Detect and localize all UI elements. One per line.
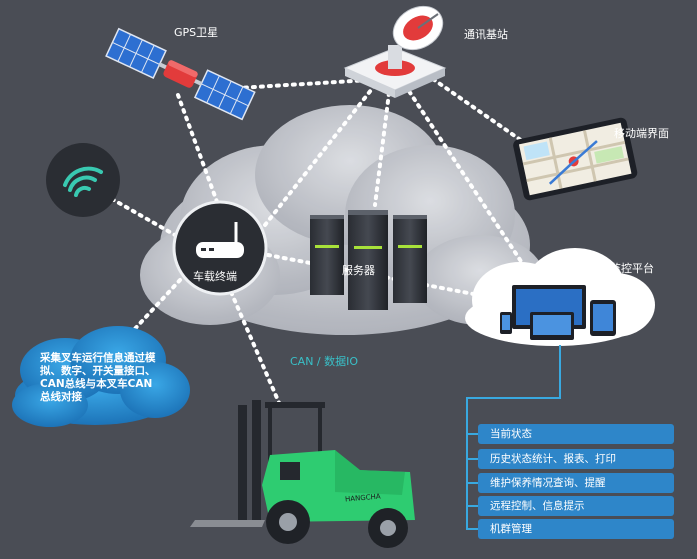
server-icon <box>310 210 427 310</box>
mobile-tablet-icon <box>513 117 638 201</box>
info-cloud-text: 采集叉车运行信息通过模拟、数字、开关量接口、CAN总线与本叉车CAN总线对接 <box>40 352 156 403</box>
link-terminal-forklift <box>226 283 282 407</box>
menu-tree-lines <box>466 345 561 530</box>
monitor-devices-icon <box>500 285 616 340</box>
terminal-label: 车载终端 <box>193 270 237 283</box>
wifi-icon <box>46 143 120 217</box>
menu-item-remote-control[interactable]: 远程控制、信息提示 <box>478 496 674 516</box>
vehicle-terminal-icon <box>172 200 268 296</box>
monitor-label: 监控平台 <box>610 262 654 275</box>
link-wifi-terminal <box>103 193 177 237</box>
link-base-terminal <box>263 83 377 227</box>
menu-item-current-status[interactable]: 当前状态 <box>478 424 674 444</box>
link-base-monitor <box>403 83 532 277</box>
menu-item-maintenance[interactable]: 维护保养情况查询、提醒 <box>478 473 674 493</box>
satellite-icon <box>105 27 256 121</box>
info-cloud <box>12 326 190 427</box>
server-label: 服务器 <box>342 264 375 277</box>
can-link-label: CAN / 数据IO <box>290 355 359 368</box>
menu-item-fleet-management[interactable]: 机群管理 <box>478 519 674 539</box>
base-station-label: 通讯基站 <box>464 28 508 41</box>
mobile-label: 移动端界面 <box>614 127 669 140</box>
link-gps-terminal <box>176 93 222 212</box>
menu-item-history-stats[interactable]: 历史状态统计、报表、打印 <box>478 449 674 469</box>
link-base-mobile <box>418 68 537 152</box>
gps-label: GPS卫星 <box>174 26 219 39</box>
base-station-icon <box>343 5 447 98</box>
forklift-icon <box>190 400 415 548</box>
